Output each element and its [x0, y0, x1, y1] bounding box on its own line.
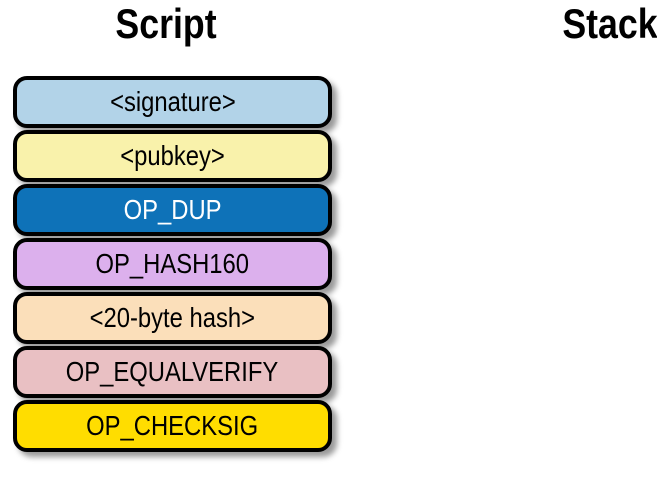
script-op-box: OP_HASH160: [13, 238, 332, 290]
op-label: <pubkey>: [120, 140, 225, 171]
op-label: <signature>: [109, 86, 236, 117]
op-label: <20-byte hash>: [89, 302, 256, 333]
script-op-box: <signature>: [13, 76, 332, 128]
script-op-box: <20-byte hash>: [13, 292, 332, 344]
script-op-box: OP_DUP: [13, 184, 332, 236]
op-label: OP_HASH160: [95, 248, 250, 279]
op-label: OP_EQUALVERIFY: [66, 356, 279, 387]
stack-column-header: Stack: [562, 0, 657, 47]
script-op-box: OP_CHECKSIG: [13, 400, 332, 452]
script-column: <signature> <pubkey> OP_DUP OP_HASH160 <…: [13, 76, 332, 454]
op-label: OP_DUP: [123, 194, 222, 225]
op-label: OP_CHECKSIG: [86, 410, 259, 441]
script-column-header: Script: [115, 0, 217, 47]
script-op-box: OP_EQUALVERIFY: [13, 346, 332, 398]
script-op-box: <pubkey>: [13, 130, 332, 182]
